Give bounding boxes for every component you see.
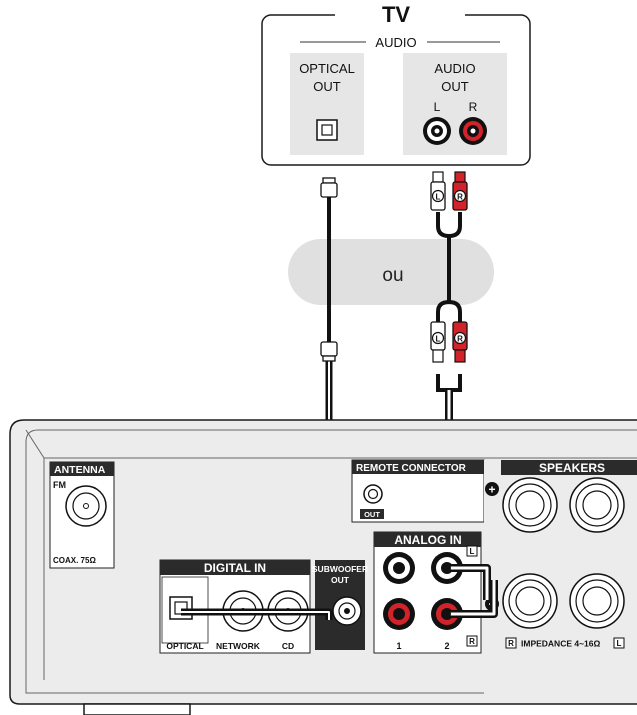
speakers-plus-icon bbox=[485, 482, 499, 496]
subwoofer-label-2: OUT bbox=[331, 575, 350, 585]
speaker-terminal-right-plus bbox=[502, 477, 558, 533]
receiver-foot bbox=[83, 703, 191, 715]
tv-audio-group-label: AUDIO bbox=[375, 35, 416, 50]
optical-plug-top bbox=[320, 177, 338, 198]
rca-plug-left-bottom: L bbox=[430, 321, 446, 363]
optical-plug-bottom bbox=[320, 341, 338, 362]
subwoofer-jack bbox=[332, 596, 362, 626]
digital-in-optical-label: OPTICAL bbox=[166, 641, 203, 651]
analog-in-1-left-jack bbox=[383, 552, 415, 584]
speakers-right-marker: R bbox=[508, 639, 514, 648]
speaker-terminal-left-plus bbox=[569, 477, 625, 533]
subwoofer-out-section: SUBWOOFER OUT bbox=[312, 560, 368, 650]
analog-in-left-marker: L bbox=[470, 547, 475, 556]
or-label: ou bbox=[382, 265, 403, 286]
analog-in-section: ANALOG IN L R 1 2 bbox=[373, 531, 482, 654]
optical-in-port bbox=[169, 596, 193, 620]
optical-cable-receiver-end bbox=[181, 608, 333, 620]
speakers-left-marker: L bbox=[617, 639, 622, 648]
tv-audio-out-label-2: OUT bbox=[441, 79, 469, 94]
rca-plug-right-bottom-badge: R bbox=[457, 335, 463, 344]
antenna-fm-label: FM bbox=[53, 480, 66, 490]
digital-in-section: DIGITAL IN OPTICAL NETWORK CD bbox=[159, 559, 311, 654]
digital-in-cd-label: CD bbox=[282, 641, 294, 651]
remote-out-label: OUT bbox=[364, 510, 380, 519]
tv-left-channel-label: L bbox=[434, 100, 441, 114]
rca-plug-left-top-badge: L bbox=[436, 193, 441, 202]
tv-rca-right-jack bbox=[459, 117, 487, 145]
remote-connector-section: REMOTE CONNECTOR OUT bbox=[351, 459, 485, 523]
digital-in-network-label: NETWORK bbox=[216, 641, 261, 651]
tv-audio-out-panel bbox=[403, 53, 507, 155]
antenna-section: ANTENNA FM COAX. 75Ω bbox=[49, 461, 115, 569]
subwoofer-label-1: SUBWOOFER bbox=[312, 564, 368, 574]
tv-optical-port bbox=[316, 119, 338, 141]
speakers-section: SPEAKERS + − R IMPEDANCE 4~16Ω L bbox=[484, 460, 637, 696]
rca-plug-left-top: L bbox=[430, 171, 446, 211]
speaker-terminal-left-minus bbox=[569, 573, 625, 629]
analog-in-1-label: 1 bbox=[396, 641, 401, 651]
tv-rca-left-jack bbox=[423, 117, 451, 145]
antenna-title: ANTENNA bbox=[54, 464, 106, 476]
rca-cable-receiver-ends bbox=[443, 564, 498, 618]
speakers-impedance-label: IMPEDANCE 4~16Ω bbox=[521, 639, 601, 649]
rca-plug-right-bottom: R bbox=[452, 321, 468, 363]
tv-device: TV AUDIO OPTICAL OUT AUDIO OUT L R bbox=[261, 2, 531, 166]
tv-right-channel-label: R bbox=[469, 100, 478, 114]
analog-in-title: ANALOG IN bbox=[394, 533, 461, 547]
speaker-terminal-right-minus bbox=[502, 573, 558, 629]
antenna-coax-label: COAX. 75Ω bbox=[53, 556, 96, 565]
speakers-title: SPEAKERS bbox=[539, 461, 605, 475]
rca-plug-right-top-badge: R bbox=[457, 193, 463, 202]
remote-out-jack bbox=[363, 484, 383, 504]
remote-connector-title: REMOTE CONNECTOR bbox=[356, 463, 467, 474]
tv-optical-out-label-2: OUT bbox=[313, 79, 341, 94]
or-separator bbox=[288, 239, 494, 305]
tv-optical-out-label-1: OPTICAL bbox=[299, 61, 355, 76]
tv-audio-out-label-1: AUDIO bbox=[434, 61, 475, 76]
analog-in-1-right-jack bbox=[383, 598, 415, 630]
digital-in-title: DIGITAL IN bbox=[204, 561, 266, 575]
rca-plug-left-bottom-badge: L bbox=[436, 335, 441, 344]
rca-plug-right-top: R bbox=[452, 171, 468, 211]
fm-antenna-jack bbox=[65, 485, 107, 527]
speakers-plus-sign: + bbox=[488, 483, 495, 497]
analog-in-right-marker: R bbox=[469, 637, 475, 646]
analog-in-2-label: 2 bbox=[444, 641, 449, 651]
tv-title: TV bbox=[382, 2, 410, 27]
